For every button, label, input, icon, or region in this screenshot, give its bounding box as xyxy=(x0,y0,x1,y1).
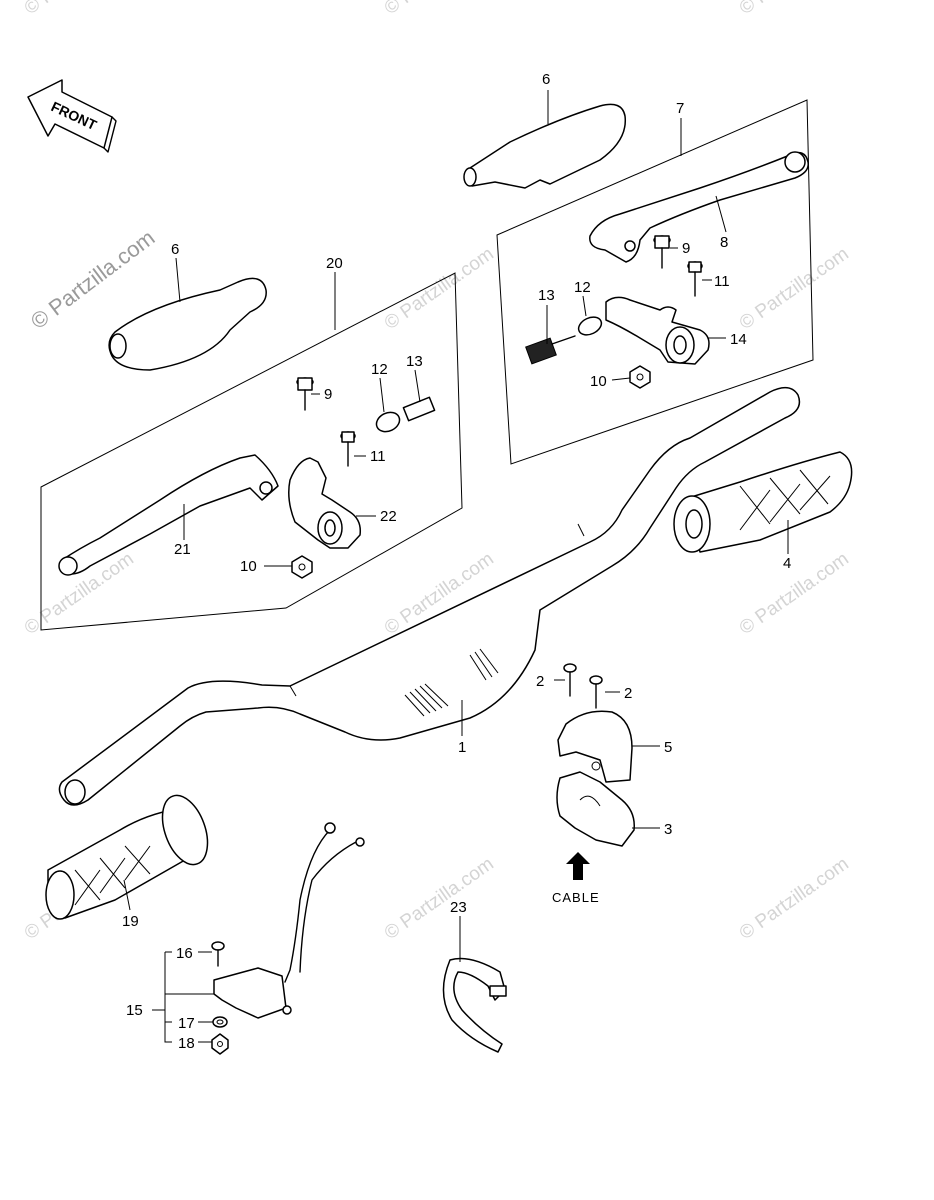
watermark: © Partzilla.com xyxy=(381,0,498,19)
callout-10: 10 xyxy=(240,558,257,575)
callout-18: 18 xyxy=(178,1035,195,1052)
callout-2: 2 xyxy=(624,685,632,702)
leader-lines xyxy=(123,90,789,1043)
callout-9: 9 xyxy=(682,240,690,257)
left-cable-adjuster xyxy=(375,396,436,433)
callout-2: 2 xyxy=(536,673,544,690)
left-lever-pivot-bolt xyxy=(296,377,314,411)
grip-cover-right xyxy=(463,103,627,189)
watermark: © Partzilla.com xyxy=(736,0,853,19)
switch-washer xyxy=(212,1016,228,1028)
watermark: © Partzilla.com xyxy=(21,0,138,19)
right-lever-group-box xyxy=(496,99,814,465)
callout-5: 5 xyxy=(664,739,672,756)
callout-12: 12 xyxy=(371,361,388,378)
right-brake-lever xyxy=(589,151,809,263)
callout-3: 3 xyxy=(664,821,672,838)
callout-23: 23 xyxy=(450,899,467,916)
callout-6: 6 xyxy=(542,71,550,88)
right-cable-adjuster xyxy=(525,316,603,365)
callouts: 6 7 8 9 11 13 12 14 10 6 20 9 12 13 11 2… xyxy=(122,71,791,1052)
callout-22: 22 xyxy=(380,508,397,525)
throttle-housing-lower xyxy=(556,771,635,847)
callout-13: 13 xyxy=(538,287,555,304)
callout-11: 11 xyxy=(370,448,386,465)
left-lever-bracket xyxy=(288,457,362,549)
right-lever-bolt xyxy=(687,261,703,297)
right-lever-pivot-bolt xyxy=(653,235,671,269)
left-lever-group-box xyxy=(40,272,463,631)
watermark: © Partzilla.com xyxy=(736,548,853,639)
callout-6: 6 xyxy=(171,241,179,258)
callout-19: 19 xyxy=(122,913,139,930)
callout-20: 20 xyxy=(326,255,343,272)
throttle-housing-screw xyxy=(563,663,577,697)
right-lever-nut xyxy=(629,365,651,389)
throttle-housing-upper xyxy=(557,710,633,783)
switch-screw xyxy=(211,941,225,967)
right-lever-bracket xyxy=(605,296,710,365)
callout-14: 14 xyxy=(730,331,747,348)
left-grip xyxy=(45,794,209,920)
cable-clamp xyxy=(442,957,507,1053)
callout-8: 8 xyxy=(720,234,728,251)
throttle-grip xyxy=(673,451,853,553)
left-brake-lever xyxy=(58,454,279,576)
callout-1: 1 xyxy=(458,739,466,756)
left-lever-nut xyxy=(291,555,313,579)
switch-nut xyxy=(211,1033,229,1055)
watermarks: © Partzilla.com © Partzilla.com © Partzi… xyxy=(21,0,853,944)
callout-10: 10 xyxy=(590,373,607,390)
grip-cover-left xyxy=(108,277,267,371)
watermark: © Partzilla.com xyxy=(381,243,498,334)
cable-arrow-icon xyxy=(566,852,590,880)
callout-9: 9 xyxy=(324,386,332,403)
callout-11: 11 xyxy=(714,273,730,290)
throttle-housing-screw xyxy=(589,675,603,709)
watermark: © Partzilla.com xyxy=(381,853,498,944)
callout-15: 15 xyxy=(126,1002,143,1019)
callout-16: 16 xyxy=(176,945,193,962)
handlebar xyxy=(58,386,801,806)
front-arrow-icon: FRONT xyxy=(27,79,117,153)
handlebar-switch xyxy=(213,822,365,1019)
watermark: © Partzilla.com xyxy=(736,853,853,944)
watermark: © Partzilla.com xyxy=(736,243,853,334)
callout-7: 7 xyxy=(676,100,684,117)
callout-13: 13 xyxy=(406,353,423,370)
cable-label: CABLE xyxy=(552,890,600,905)
callout-4: 4 xyxy=(783,555,791,572)
left-lever-bolt xyxy=(340,431,356,467)
callout-12: 12 xyxy=(574,279,591,296)
callout-17: 17 xyxy=(178,1015,195,1032)
callout-21: 21 xyxy=(174,541,191,558)
